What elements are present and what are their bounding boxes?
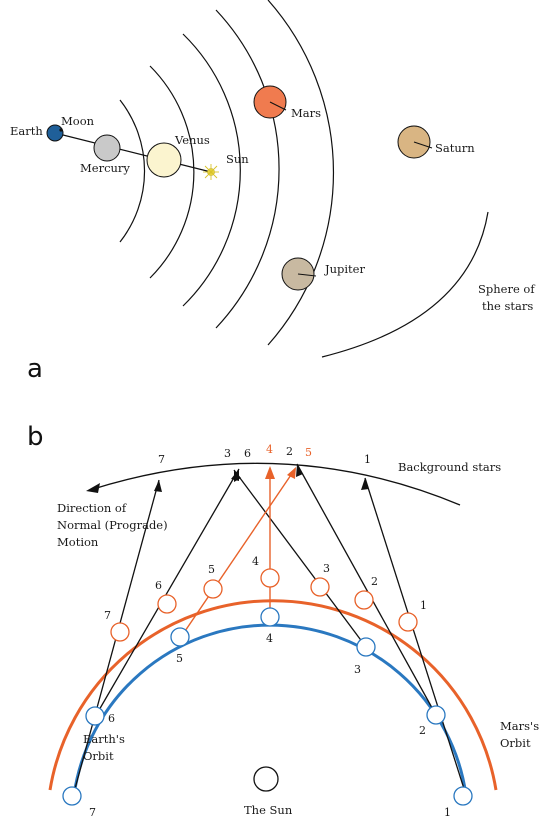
earth-positions	[62, 607, 473, 806]
background-stars-label: Background stars	[398, 460, 501, 474]
mars-pos-4	[260, 568, 280, 588]
mars-pos-3	[310, 577, 330, 597]
mars-label-5: 5	[208, 563, 215, 576]
mars-label-3: 3	[323, 562, 330, 575]
earth-pos-1	[453, 786, 473, 806]
mars-orbit	[48, 599, 498, 791]
mars-label-1: 1	[420, 599, 427, 612]
moon-label: Moon	[61, 114, 95, 128]
panel-b-letter: b	[27, 422, 44, 452]
earth-pos-5	[170, 627, 190, 647]
sphere-saturn	[267, 0, 334, 346]
star-label-5: 5	[305, 446, 312, 459]
earth-label-5: 5	[176, 652, 183, 665]
saturn-radius	[413, 141, 433, 149]
star-label-6: 6	[244, 447, 251, 460]
mars-pos-6	[157, 594, 177, 614]
earth-label-1: 1	[444, 806, 451, 819]
direction-label-line2: Normal (Prograde)	[57, 518, 168, 532]
earth-label-3: 3	[354, 663, 361, 676]
mars-orbit-label-line2: Orbit	[500, 736, 531, 750]
jupiter-radius	[297, 273, 317, 277]
sphere-venus	[119, 99, 146, 243]
the-sun-circle	[253, 766, 279, 792]
panel-a-letter: a	[27, 354, 43, 384]
sphere-jupiter	[215, 9, 280, 329]
orange-arrowheads	[265, 466, 296, 479]
sun-label: Sun	[226, 152, 249, 166]
star-label-4: 4	[266, 443, 273, 456]
mercury-circle	[93, 134, 121, 162]
mars-label-2: 2	[371, 575, 378, 588]
star-label-3: 3	[224, 447, 231, 460]
mars-positions	[110, 568, 418, 642]
mars-pos-5	[203, 579, 223, 599]
sphere-mars	[182, 33, 241, 307]
star-label-2: 2	[286, 445, 293, 458]
direction-label-line1: Direction of	[57, 501, 127, 515]
background-stars-arc	[89, 462, 461, 506]
panel-b: b	[27, 422, 539, 819]
sphere-of-stars	[321, 211, 489, 358]
earth-orbit-label-line1: Earth's	[83, 732, 125, 746]
sight-arrowheads	[154, 464, 369, 492]
earth-pos-2	[426, 705, 446, 725]
star-label-1: 1	[364, 453, 371, 466]
the-sun-label: The Sun	[244, 803, 293, 817]
earth-pos-4	[260, 607, 280, 627]
jupiter-label: Jupiter	[324, 262, 365, 276]
mars-radius	[269, 101, 287, 111]
sphere-stars-label-line1: Sphere of	[478, 282, 535, 296]
moon-dot	[59, 128, 63, 132]
saturn-label: Saturn	[435, 141, 475, 155]
earth-orbit-label-line2: Orbit	[83, 749, 114, 763]
earth-pos-3	[356, 637, 376, 657]
mercury-label: Mercury	[80, 161, 130, 175]
star-label-7: 7	[158, 453, 165, 466]
mars-pos-2	[354, 590, 374, 610]
mars-label-7: 7	[104, 609, 111, 622]
earth-label-7: 7	[89, 806, 96, 819]
venus-circle	[146, 142, 182, 178]
mars-orbit-label-line1: Mars's	[500, 719, 539, 733]
mars-label: Mars	[291, 106, 321, 120]
earth-label-6: 6	[108, 712, 115, 725]
earth-circle	[46, 124, 64, 142]
sun-icon	[203, 164, 219, 180]
earth-pos-6	[85, 706, 105, 726]
sphere-stars-label-line2: the stars	[482, 299, 533, 313]
panel-a: Moon Earth Mercury Venus Sun Mars Saturn…	[10, 0, 535, 384]
earth-sun-line	[54, 132, 212, 173]
earth-label: Earth	[10, 124, 43, 138]
mars-label-4: 4	[252, 555, 259, 568]
sphere-sun	[149, 65, 195, 279]
venus-label: Venus	[174, 133, 210, 147]
mars-pos-7	[110, 622, 130, 642]
earth-label-4: 4	[266, 632, 273, 645]
sight-lines-orange	[180, 468, 296, 638]
mars-label-6: 6	[155, 579, 162, 592]
mars-pos-1	[398, 612, 418, 632]
earth-label-2: 2	[419, 724, 426, 737]
direction-label-line3: Motion	[57, 535, 99, 549]
prograde-arrowhead	[86, 483, 100, 493]
earth-pos-7	[62, 786, 82, 806]
